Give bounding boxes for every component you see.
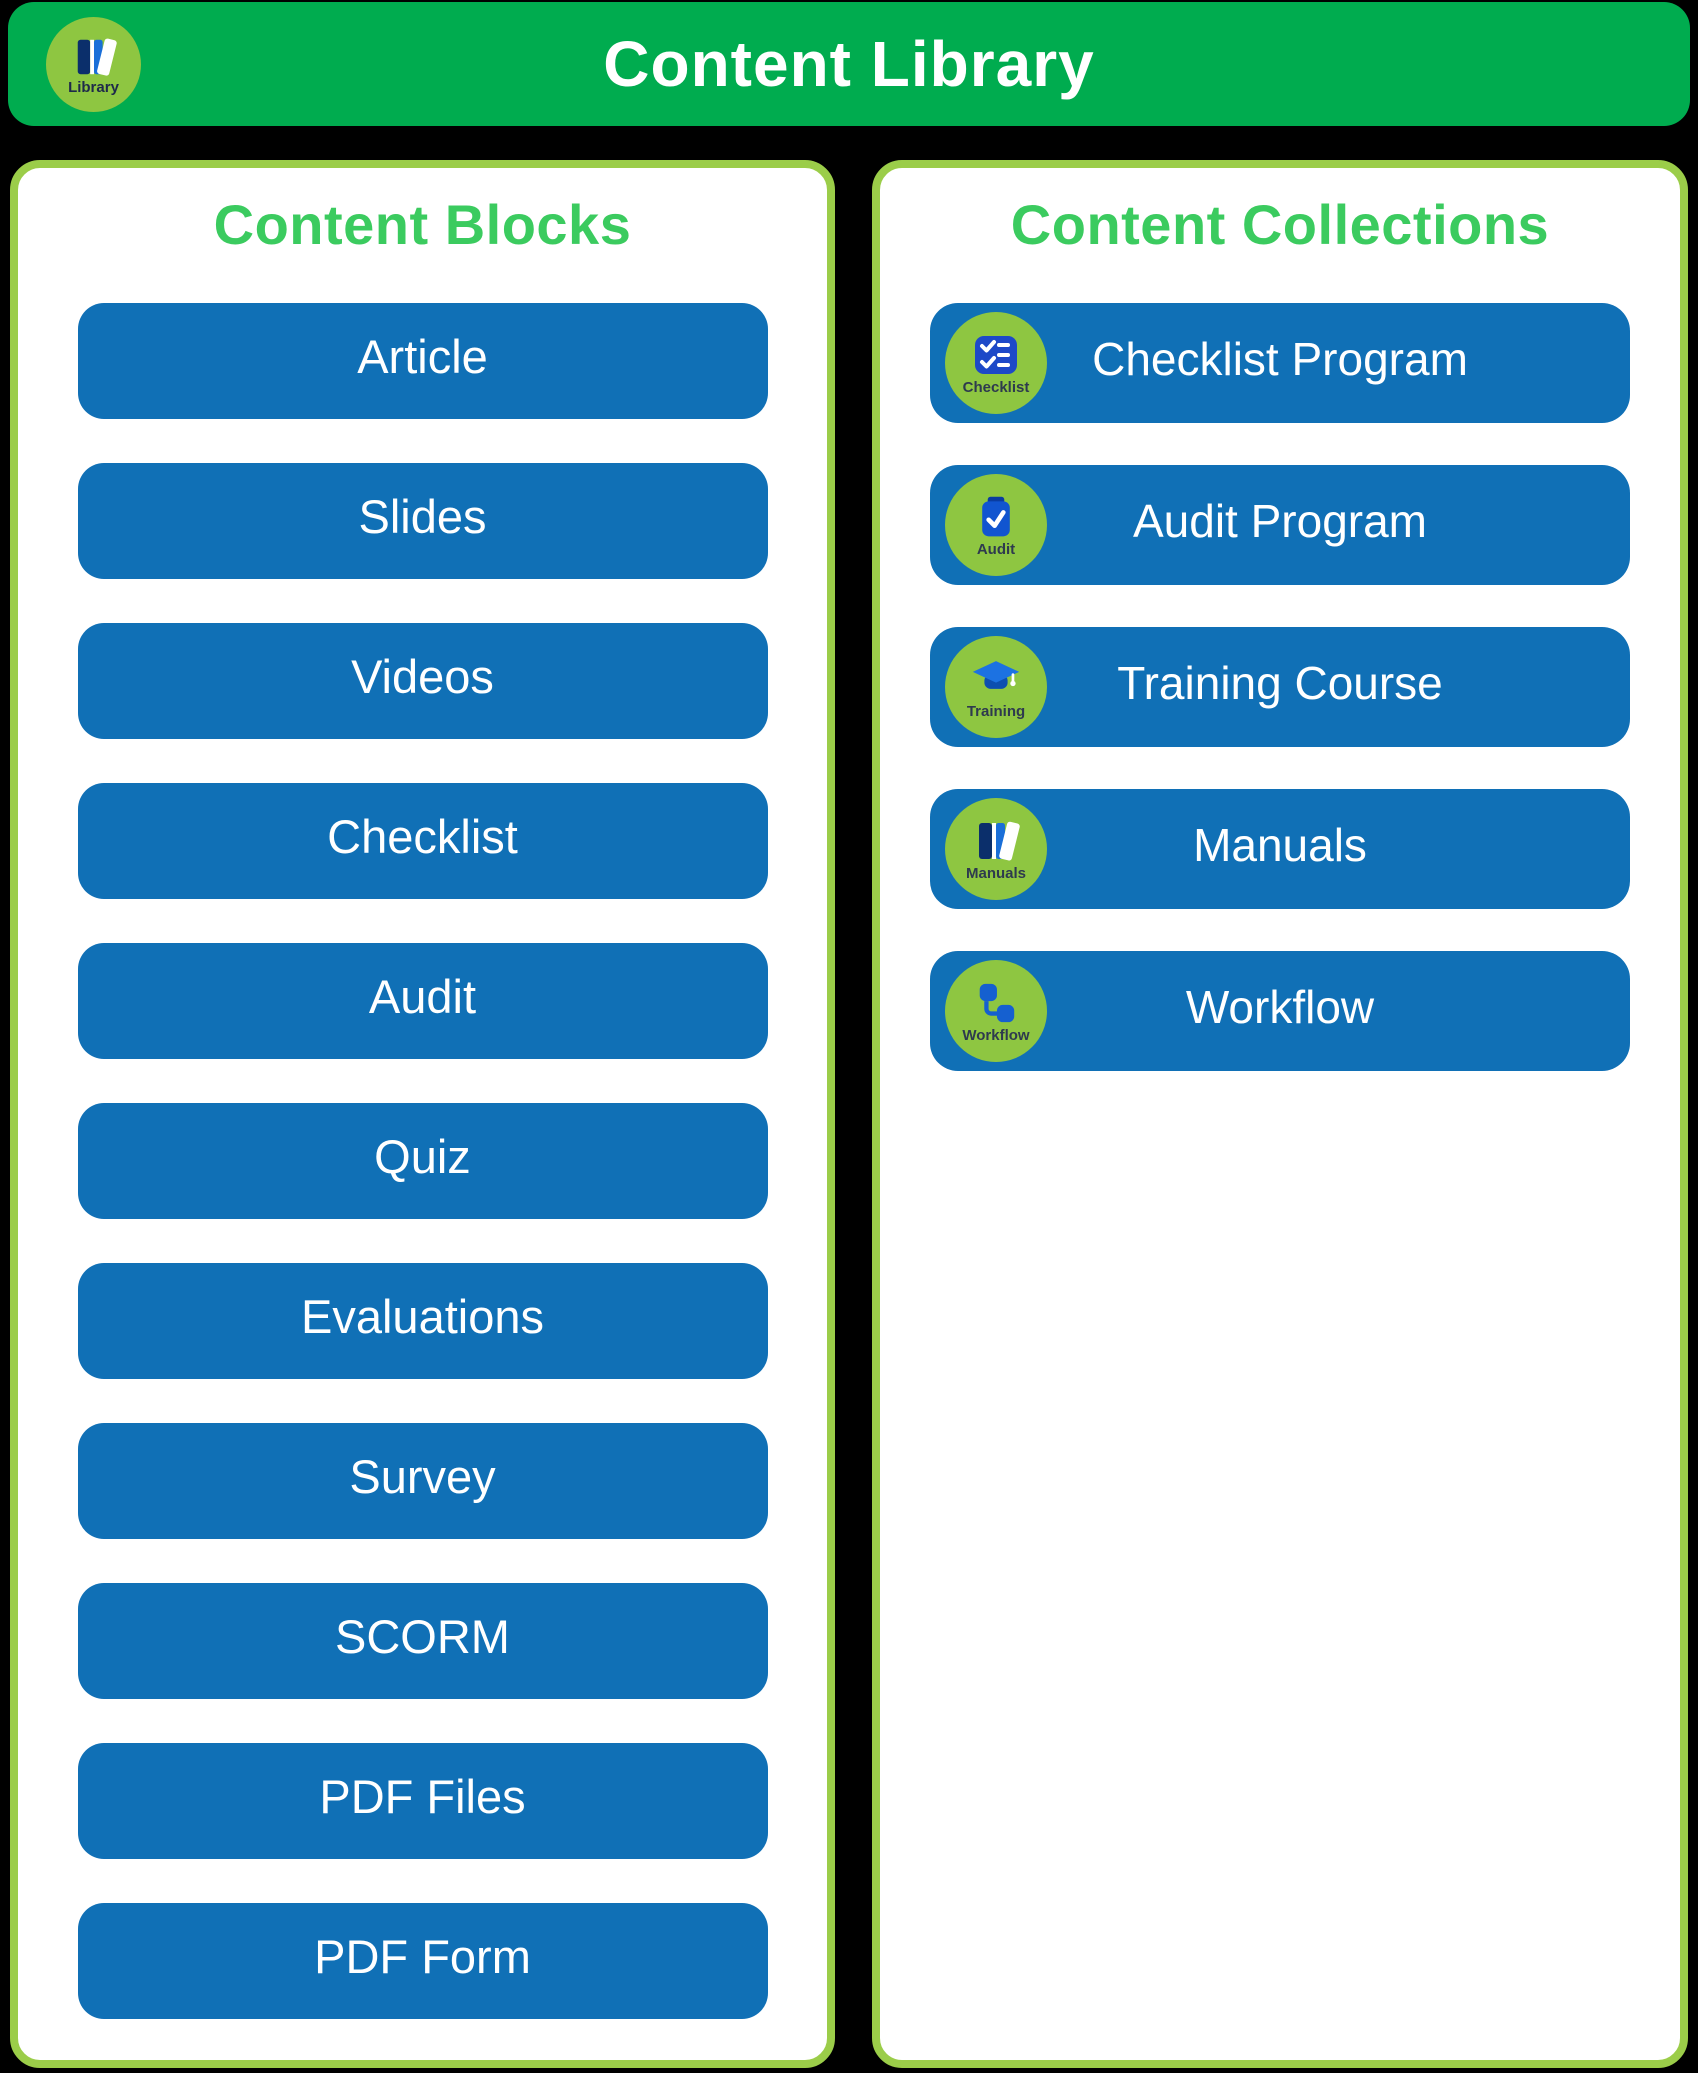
workflow-icon-badge: Workflow — [945, 960, 1047, 1062]
manuals-icon-badge: Manuals — [945, 798, 1047, 900]
block-button-pdf-files[interactable]: PDF Files — [77, 1743, 768, 1859]
training-icon-badge: Training — [945, 636, 1047, 738]
content-collections-list: Checklist Checklist Program Audit Audit … — [880, 303, 1680, 1071]
content-collections-panel: Content Collections Checklist Checklist … — [872, 160, 1688, 2068]
page-title: Content Library — [603, 28, 1095, 100]
collection-button-manuals[interactable]: Manuals Manuals — [930, 789, 1630, 909]
books-icon — [979, 821, 1020, 860]
content-collections-title: Content Collections — [1010, 193, 1550, 256]
audit-clipboard-icon — [982, 496, 1010, 536]
collection-button-label: Audit Program — [1132, 495, 1427, 547]
collection-button-label: Workflow — [1185, 981, 1375, 1033]
manuals-icon-label: Manuals — [965, 864, 1026, 882]
block-button-slides[interactable]: Slides — [77, 463, 768, 579]
collection-button-label: Training Course — [1117, 657, 1443, 709]
logo-label: Library — [68, 78, 119, 96]
block-button-checklist[interactable]: Checklist — [77, 783, 768, 899]
block-button-article[interactable]: Article — [77, 303, 768, 419]
header: Library Content Library — [8, 2, 1690, 126]
audit-icon-label: Audit — [976, 540, 1016, 558]
content-blocks-title: Content Blocks — [213, 193, 632, 256]
workflow-icon — [979, 983, 1015, 1022]
content-blocks-panel: Content Blocks Article Slides Videos Che… — [10, 160, 835, 2068]
collection-button-workflow[interactable]: Workflow Workflow — [930, 951, 1630, 1071]
block-button-videos[interactable]: Videos — [77, 623, 768, 739]
block-button-survey[interactable]: Survey — [77, 1423, 768, 1539]
block-button-audit[interactable]: Audit — [77, 943, 768, 1059]
block-button-quiz[interactable]: Quiz — [77, 1103, 768, 1219]
collection-button-label: Manuals — [1193, 819, 1367, 871]
content-blocks-list: Article Slides Videos Checklist Audit Qu… — [18, 303, 827, 2019]
audit-icon-badge: Audit — [945, 474, 1047, 576]
workflow-icon-label: Workflow — [962, 1026, 1030, 1044]
training-icon-label: Training — [966, 702, 1026, 720]
collection-button-label: Checklist Program — [1092, 333, 1468, 385]
library-books-icon — [77, 38, 117, 76]
collection-button-checklist-program[interactable]: Checklist Checklist Program — [930, 303, 1630, 423]
graduation-cap-icon — [972, 660, 1020, 689]
block-button-scorm[interactable]: SCORM — [77, 1583, 768, 1699]
block-button-evaluations[interactable]: Evaluations — [77, 1263, 768, 1379]
collection-button-training-course[interactable]: Training Training Course — [930, 627, 1630, 747]
library-logo: Library — [46, 17, 141, 112]
checklist-icon — [975, 335, 1017, 374]
collection-button-audit-program[interactable]: Audit Audit Program — [930, 465, 1630, 585]
checklist-icon-badge: Checklist — [945, 312, 1047, 414]
block-button-pdf-form[interactable]: PDF Form — [77, 1903, 768, 2019]
checklist-icon-label: Checklist — [962, 378, 1030, 396]
